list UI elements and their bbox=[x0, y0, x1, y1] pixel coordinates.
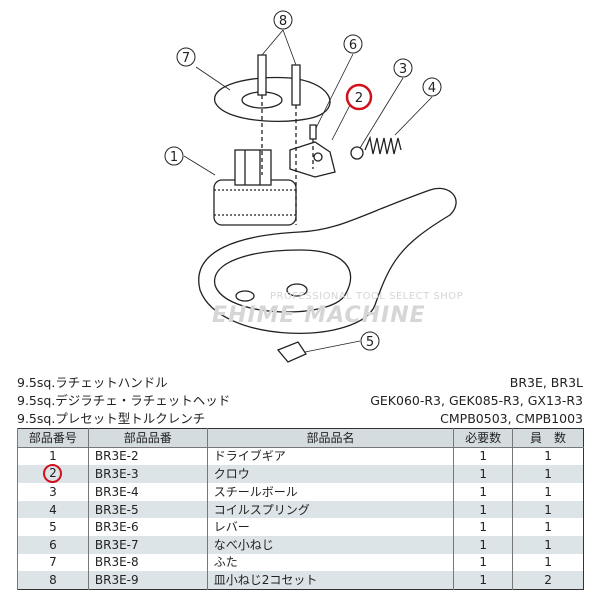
cell-part-name: レバー bbox=[206, 518, 454, 536]
pawl bbox=[289, 141, 336, 178]
cell-required-qty: 1 bbox=[453, 518, 513, 536]
cell-required-qty: 1 bbox=[453, 465, 513, 484]
cell-part-number: 7 bbox=[17, 553, 89, 572]
leader-lines bbox=[183, 29, 433, 353]
callout-label: 6 bbox=[349, 38, 357, 53]
cell-part-name: スチールボール bbox=[206, 483, 454, 501]
product-models: BR3E, BR3L bbox=[509, 375, 583, 390]
cell-required-qty: 1 bbox=[453, 571, 513, 590]
cell-part-code: BR3E-8 bbox=[87, 553, 208, 572]
callout-3 bbox=[393, 58, 413, 78]
callout-2-highlight bbox=[345, 83, 373, 111]
cell-part-number: 5 bbox=[17, 518, 89, 536]
callout-label: 7 bbox=[182, 51, 190, 66]
coil-spring bbox=[364, 135, 402, 155]
callout-1 bbox=[164, 146, 184, 166]
callout-label: 1 bbox=[170, 150, 178, 165]
cell-part-name: クロウ bbox=[206, 465, 454, 484]
cell-qty: 1 bbox=[512, 483, 584, 501]
cell-required-qty: 1 bbox=[453, 447, 513, 466]
product-name: 9.5sq.プレセット型トルクレンチ bbox=[17, 411, 206, 426]
cell-part-code: BR3E-3 bbox=[87, 465, 208, 484]
cell-qty: 1 bbox=[512, 465, 584, 484]
product-names: 9.5sq.ラチェットハンドル 9.5sq.デジラチェ・ラチェットヘッド 9.5… bbox=[17, 374, 230, 428]
cell-qty: 1 bbox=[512, 553, 584, 572]
callout-label: 5 bbox=[366, 335, 374, 350]
callout-markers: 8 7 6 3 4 2 1 5 bbox=[164, 10, 442, 351]
cell-part-code: BR3E-6 bbox=[87, 518, 208, 536]
callout-label: 4 bbox=[428, 81, 436, 96]
watermark-brand: EHIME MACHINE bbox=[212, 303, 426, 328]
callout-7 bbox=[176, 47, 196, 67]
cell-part-name: ドライブギア bbox=[206, 447, 454, 466]
cell-part-number: 2 bbox=[17, 464, 89, 484]
cell-part-name: ふた bbox=[206, 553, 454, 572]
product-name: 9.5sq.ラチェットハンドル bbox=[17, 375, 168, 390]
product-models: GEK060-R3, GEK085-R3, GX13-R3 bbox=[370, 393, 583, 408]
product-name: 9.5sq.デジラチェ・ラチェットヘッド bbox=[17, 393, 231, 408]
table-header: 部品番号 部品品番 部品品名 必要数 員 数 bbox=[17, 428, 584, 448]
callout-5 bbox=[360, 331, 380, 351]
cell-qty: 2 bbox=[512, 571, 584, 590]
cell-part-number: 4 bbox=[17, 500, 89, 519]
cell-part-code: BR3E-5 bbox=[87, 500, 208, 519]
callout-8 bbox=[273, 10, 293, 30]
cell-part-code: BR3E-4 bbox=[87, 483, 208, 501]
steel-ball bbox=[350, 146, 364, 160]
callout-4 bbox=[422, 77, 442, 97]
cell-part-number: 3 bbox=[17, 483, 89, 501]
callout-6 bbox=[343, 34, 363, 54]
cell-required-qty: 1 bbox=[453, 483, 513, 501]
highlight-circle: 2 bbox=[43, 464, 63, 484]
exploded-parts-diagram: 8 7 6 3 4 2 1 5 bbox=[164, 10, 457, 363]
cell-part-code: BR3E-2 bbox=[87, 447, 208, 466]
header-part-number: 部品番号 bbox=[17, 428, 89, 448]
callout-label: 8 bbox=[279, 14, 287, 29]
cell-part-code: BR3E-9 bbox=[87, 571, 208, 590]
screws bbox=[257, 54, 317, 225]
cell-part-code: BR3E-7 bbox=[87, 535, 208, 554]
drive-gear bbox=[213, 149, 297, 226]
cell-qty: 1 bbox=[512, 535, 584, 554]
cell-part-name: コイルスプリング bbox=[206, 500, 454, 519]
cell-required-qty: 1 bbox=[453, 500, 513, 519]
header-required-qty: 必要数 bbox=[453, 428, 513, 448]
lever bbox=[276, 341, 307, 363]
cell-qty: 1 bbox=[512, 500, 584, 519]
cell-part-number: 8 bbox=[17, 571, 89, 590]
cover-plate bbox=[214, 76, 331, 123]
cell-part-name: 皿小ねじ2コセット bbox=[206, 571, 454, 590]
ratchet-handle-body bbox=[198, 187, 457, 334]
product-models: CMPB0503, CMPB1003 bbox=[440, 411, 583, 426]
cell-part-number: 6 bbox=[17, 535, 89, 554]
header-qty: 員 数 bbox=[512, 428, 584, 448]
callout-label: 3 bbox=[399, 62, 407, 77]
header-part-name: 部品品名 bbox=[206, 428, 454, 448]
watermark-tagline: PROFESSIONAL TOOL SELECT SHOP bbox=[270, 291, 464, 302]
cell-part-number: 1 bbox=[17, 447, 89, 466]
cell-part-name: なべ小ねじ bbox=[206, 535, 454, 554]
cell-required-qty: 1 bbox=[453, 535, 513, 554]
cell-qty: 1 bbox=[512, 447, 584, 466]
product-models: BR3E, BR3L GEK060-R3, GEK085-R3, GX13-R3… bbox=[370, 374, 583, 428]
callout-label: 2 bbox=[355, 91, 363, 106]
cell-qty: 1 bbox=[512, 518, 584, 536]
cell-required-qty: 1 bbox=[453, 553, 513, 572]
header-part-code: 部品品番 bbox=[87, 428, 208, 448]
